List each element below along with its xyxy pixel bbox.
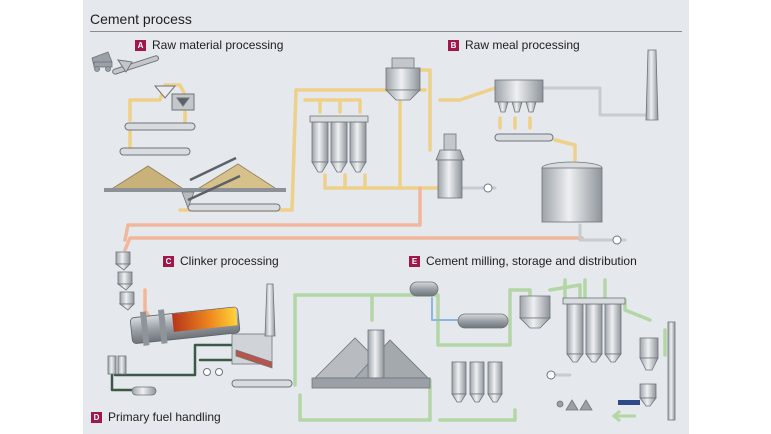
kiln-stack: [264, 283, 276, 337]
section-d-badge: D: [91, 411, 102, 423]
separator: [519, 295, 551, 329]
cement-ball-mill: [457, 313, 509, 329]
section-a-badge: A: [135, 39, 146, 51]
section-c-label: C Clinker processing: [163, 254, 279, 268]
bag-packer-icons: [556, 399, 593, 411]
belt-conveyors: [119, 122, 554, 388]
rotary-kiln: [129, 306, 241, 346]
fuel-burners: [203, 368, 223, 376]
raw-material-silos: [309, 115, 369, 173]
homogenising-silo: [541, 161, 603, 223]
section-d-text: Primary fuel handling: [108, 410, 221, 424]
dump-truck-icon: [91, 51, 113, 72]
raw-mill-cyclone: [385, 57, 421, 101]
fuel-lines: [110, 343, 242, 392]
water-line: [431, 297, 459, 321]
preheater-tower: [114, 251, 135, 311]
section-b-text: Raw meal processing: [465, 38, 580, 52]
dispatch-arrow-icon: [611, 409, 636, 423]
section-c-text: Clinker processing: [180, 254, 279, 268]
page-title: Cement process: [90, 11, 192, 27]
section-e-label: E Cement milling, storage and distributi…: [409, 254, 637, 268]
bucket-elevator: [667, 321, 676, 421]
exhaust-stack: [645, 49, 659, 121]
bag-filter: [494, 79, 544, 113]
clinker-storage-hall: [311, 329, 431, 389]
raw-material-flow-lines: [128, 68, 577, 212]
raw-feed-conveyor: [112, 55, 160, 75]
gypsum-bin: [409, 281, 439, 297]
clinker-feed-lines: [123, 186, 584, 320]
feed-hopper: [153, 85, 177, 99]
air-lines: [458, 86, 652, 377]
section-e-badge: E: [409, 255, 420, 267]
stacker-reclaimer: [187, 156, 241, 202]
section-b-badge: B: [448, 39, 459, 51]
clinker-cooler: [231, 333, 273, 369]
section-b-label: B Raw meal processing: [448, 38, 580, 52]
title-divider: [90, 31, 682, 32]
section-d-label: D Primary fuel handling: [91, 410, 221, 424]
truck-loading-icon: [618, 400, 640, 405]
dispatch-cyclone: [639, 337, 659, 407]
crusher-icon: [171, 93, 195, 111]
fuel-tanks: [107, 355, 157, 396]
section-a-text: Raw material processing: [152, 38, 284, 52]
section-a-label: A Raw material processing: [135, 38, 283, 52]
raw-mill: [435, 133, 465, 199]
raw-material-stockpile: [104, 163, 286, 210]
cement-storage-silos: [562, 297, 626, 363]
intermediate-silos: [451, 361, 503, 403]
section-c-badge: C: [163, 255, 174, 267]
section-e-text: Cement milling, storage and distribution: [426, 254, 637, 268]
